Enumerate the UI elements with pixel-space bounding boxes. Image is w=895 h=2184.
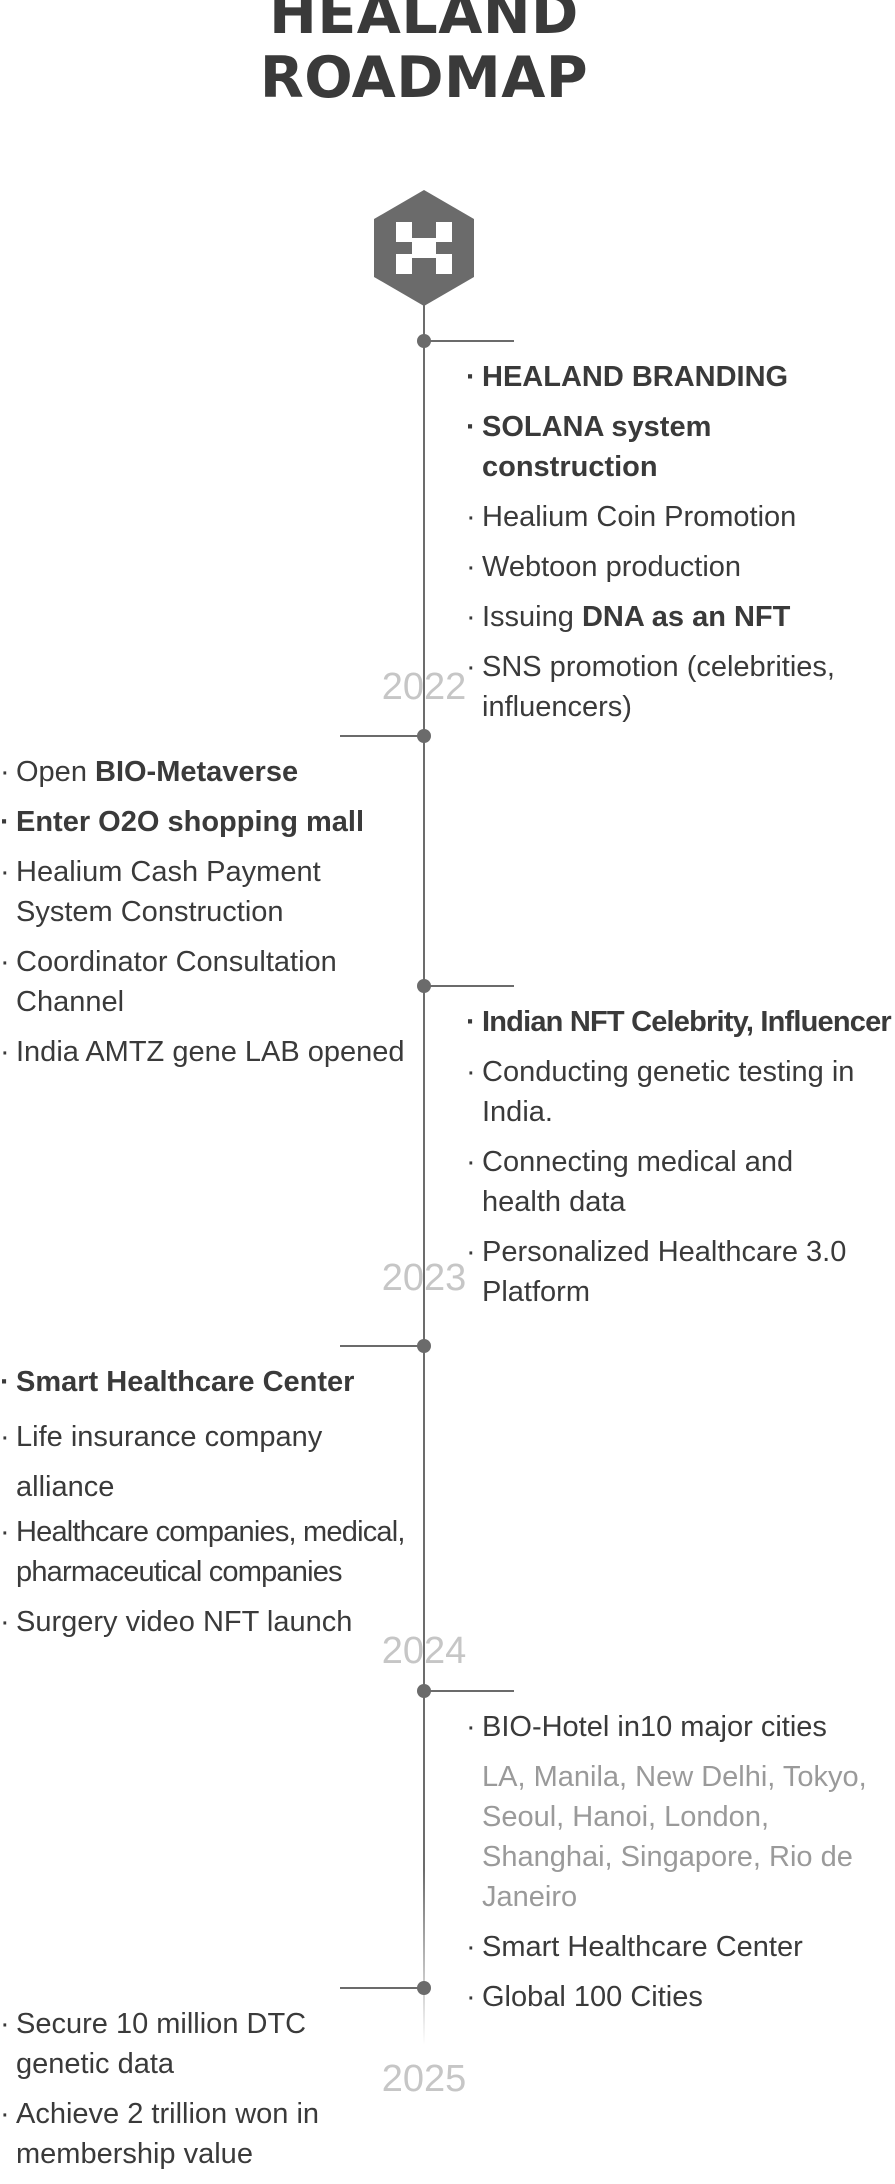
list-item: BIO-Hotel in10 major cities [466, 1707, 895, 1747]
list-item: SOLANA system construction [466, 407, 895, 487]
list-item: Coordinator Consultation Channel [0, 942, 376, 1022]
list-item: Connecting medical and health data [466, 1142, 842, 1222]
timeline-connector [424, 985, 514, 987]
list-item: Enter O2O shopping mall [0, 802, 405, 842]
milestone-list-2023-right: Indian NFT Celebrity, Influencer Conduct… [466, 1002, 895, 1322]
list-item: Smart Healthcare Center [466, 1927, 895, 1967]
milestone-list-2024-right: BIO-Hotel in10 major cities LA, Manila, … [466, 1707, 895, 2027]
timeline-node [417, 1339, 431, 1353]
list-item: Healium Coin Promotion [466, 497, 895, 537]
list-item: Indian NFT Celebrity, Influencer [466, 1002, 895, 1042]
milestone-list-2022: HEALAND BRANDING SOLANA system construct… [466, 357, 895, 737]
list-item: Smart Healthcare Center [0, 1362, 405, 1402]
list-item: Healthcare companies, medical, pharmaceu… [0, 1512, 416, 1592]
list-item: HEALAND BRANDING [466, 357, 895, 397]
year-label-2024: 2024 [381, 1630, 467, 1672]
list-item: Open BIO-Metaverse [0, 752, 405, 792]
year-label-2022: 2022 [381, 666, 467, 708]
timeline-node [417, 729, 431, 743]
title-line-2: ROADMAP [259, 45, 589, 111]
timeline-connector [424, 340, 514, 342]
list-item: Personalized Healthcare 3.0 Platform [466, 1232, 895, 1312]
list-item: Surgery video NFT launch [0, 1602, 405, 1642]
list-item: Issuing DNA as an NFT [466, 597, 895, 637]
milestone-list-2023-left: Open BIO-Metaverse Enter O2O shopping ma… [0, 752, 405, 1082]
list-item: India AMTZ gene LAB opened [0, 1032, 405, 1072]
list-item: Secure 10 million DTC genetic data [0, 2004, 336, 2084]
timeline-connector [340, 735, 424, 737]
city-list: LA, Manila, New Delhi, Tokyo, Seoul, Han… [482, 1761, 867, 1913]
hexagon-h-logo-icon [374, 190, 474, 306]
list-item: Webtoon production [466, 547, 895, 587]
list-item: Global 100 Cities [466, 1977, 895, 2017]
list-item: Healium Cash Payment System Construction [0, 852, 346, 932]
milestone-list-2024-left: Smart Healthcare Center Life insurance c… [0, 1362, 405, 1652]
page-title: HEALAND ROADMAP [0, 0, 848, 110]
timeline-node [417, 1981, 431, 1995]
timeline-connector [340, 1987, 424, 1989]
year-label-2025: 2025 [381, 2058, 467, 2100]
list-item: SNS promotion (celebrities, influencers) [466, 647, 882, 727]
year-label-2023: 2023 [381, 1257, 467, 1299]
list-item: Life insurance company alliance [0, 1412, 356, 1512]
list-item: Conducting genetic testing in India. [466, 1052, 895, 1132]
milestone-list-2025: Secure 10 million DTC genetic data Achie… [0, 2004, 405, 2184]
timeline-line [423, 300, 425, 2045]
title-line-1: HEALAND [269, 0, 579, 47]
timeline-connector [424, 1690, 514, 1692]
list-item: Achieve 2 trillion won in membership val… [0, 2094, 356, 2174]
timeline-connector [340, 1345, 424, 1347]
